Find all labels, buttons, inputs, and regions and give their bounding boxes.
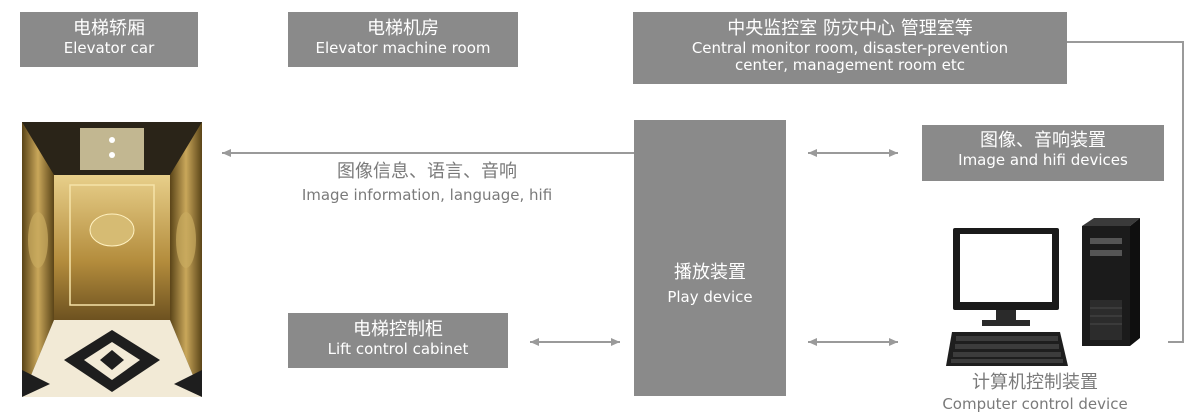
connector-central-computer [1067, 41, 1184, 343]
flow-label-zh: 图像信息、语言、音响 [337, 161, 517, 182]
central-monitor-label-zh: 中央监控室 防灾中心 管理室等 [727, 18, 973, 39]
computer-control-label-zh: 计算机控制装置 [972, 372, 1098, 393]
av-devices-label-zh: 图像、音响装置 [980, 130, 1106, 151]
central-monitor-label-en-1: Central monitor room, disaster-preventio… [691, 39, 1009, 57]
av-devices-box: 图像、音响装置 Image and hifi devices [922, 125, 1164, 181]
elevator-car-label-zh: 电梯轿厢 [73, 18, 145, 39]
play-device-box: 播放装置 Play device [634, 120, 786, 396]
machine-room-label-en: Elevator machine room [315, 39, 491, 57]
computer-control-label-en: Computer control device [942, 395, 1128, 413]
lift-cabinet-label-en: Lift control cabinet [327, 340, 469, 358]
computer-control-label: 计算机控制装置 Computer control device [900, 372, 1170, 414]
play-device-label-en: Play device [667, 288, 753, 306]
computer-image [946, 218, 1140, 366]
central-monitor-label-en-2: center, management room etc [735, 56, 965, 74]
machine-room-box: 电梯机房 Elevator machine room [288, 12, 518, 67]
central-monitor-box: 中央监控室 防灾中心 管理室等 Central monitor room, di… [633, 12, 1067, 84]
elevator-car-label-en: Elevator car [63, 39, 155, 57]
flow-label-en: Image information, language, hifi [301, 186, 553, 204]
machine-room-label-zh: 电梯机房 [367, 18, 439, 39]
elevator-car-image [22, 122, 202, 397]
av-devices-label-en: Image and hifi devices [958, 151, 1128, 169]
lift-cabinet-box: 电梯控制柜 Lift control cabinet [288, 313, 508, 368]
lift-cabinet-label-zh: 电梯控制柜 [353, 319, 443, 340]
play-device-label-zh: 播放装置 [674, 262, 746, 283]
play-device-label: 播放装置 Play device [634, 260, 786, 308]
flow-label-to-car: 图像信息、语言、音响 Image information, language, … [222, 160, 632, 206]
elevator-car-box: 电梯轿厢 Elevator car [20, 12, 198, 67]
